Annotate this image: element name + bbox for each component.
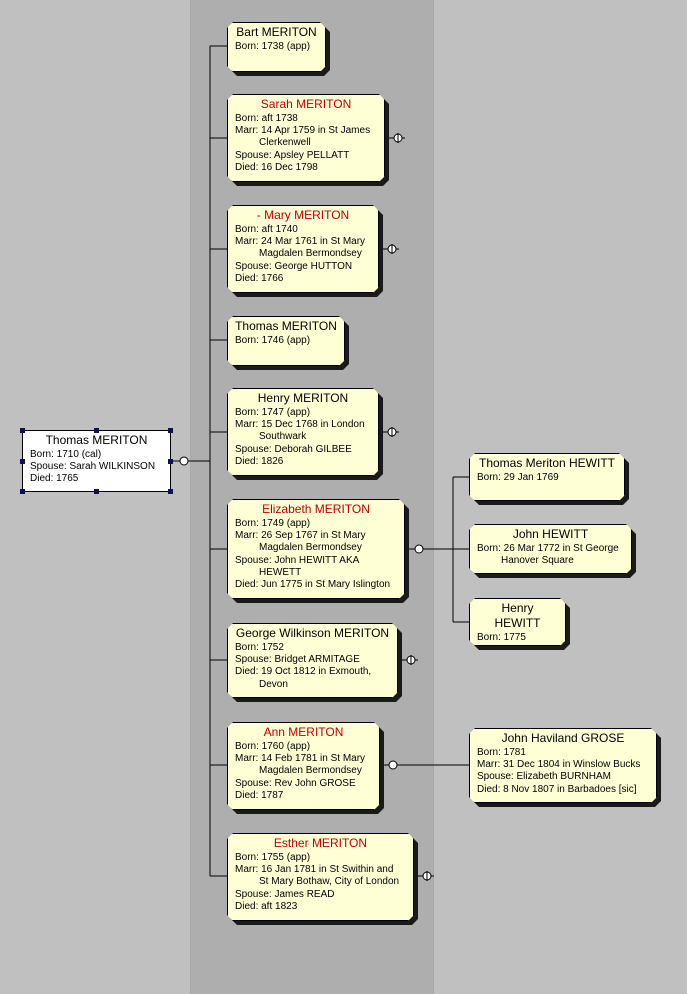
focus-person-card[interactable]: Thomas MERITON Born: 1710 (cal) Spouse: …: [22, 430, 171, 492]
grandchild-person-card[interactable]: John HEWITT Born: 26 Mar 1772 in St Georg…: [469, 524, 632, 574]
person-name: Henry MERITON: [257, 391, 349, 405]
expand-marker-sarah: [386, 133, 405, 143]
detail-line-continued: Magdalen Bermondsey: [259, 765, 362, 777]
detail-line: Marr: 24 Mar 1761 in St Mary: [235, 236, 366, 248]
selection-handle[interactable]: [168, 428, 173, 433]
detail-line: Spouse: Deborah GILBEE: [235, 443, 352, 455]
detail-line: Born: 1752: [235, 642, 284, 653]
selection-handle[interactable]: [20, 489, 25, 494]
selection-handle[interactable]: [94, 428, 99, 433]
detail-line-continued: Southwark: [259, 431, 307, 443]
person-name: Bart MERITON: [236, 25, 317, 39]
detail-line-continued: Magdalen Bermondsey: [259, 248, 362, 260]
person-name: - Mary MERITON: [256, 208, 350, 222]
expand-marker-esther: [415, 871, 434, 881]
detail-line: Born: 29 Jan 1769: [477, 472, 559, 483]
person-name: Henry HEWITT: [494, 601, 541, 630]
person-name: Thomas MERITON: [45, 433, 148, 447]
detail-line: Spouse: Rev John GROSE: [235, 777, 356, 789]
child-person-card[interactable]: Bart MERITON Born: 1738 (app): [227, 22, 326, 72]
detail-line: Spouse: James READ: [235, 888, 335, 900]
person-name: Elizabeth MERITON: [262, 502, 370, 516]
person-name: John HEWITT: [512, 527, 589, 541]
person-name: Thomas Meriton HEWITT: [478, 456, 616, 470]
expand-marker-henry: [380, 427, 399, 437]
detail-line: Died: 16 Dec 1798: [235, 161, 318, 173]
detail-line: Spouse: John HEWITT AKA: [235, 554, 360, 566]
person-name: Sarah MERITON: [260, 97, 352, 111]
selection-handle[interactable]: [168, 459, 173, 464]
detail-line: Died: aft 1823: [235, 900, 298, 912]
detail-line: Marr: 15 Dec 1768 in London: [235, 419, 365, 431]
selection-handle[interactable]: [168, 489, 173, 494]
detail-line-continued: Hanover Square: [501, 555, 574, 567]
detail-line-continued: Magdalen Bermondsey: [259, 542, 362, 554]
person-name: Thomas MERITON: [235, 319, 337, 333]
detail-line: Born: 1710 (cal): [30, 449, 102, 460]
detail-line-continued: Clerkenwell: [259, 137, 311, 149]
detail-line: Died: 1765: [30, 473, 79, 485]
detail-line: Born: 1781: [477, 747, 526, 758]
detail-line: Marr: 14 Feb 1781 in St Mary: [235, 753, 366, 765]
detail-line: Spouse: Elizabeth BURNHAM: [477, 771, 611, 783]
selection-handle[interactable]: [20, 428, 25, 433]
child-person-card[interactable]: Thomas MERITON Born: 1746 (app): [227, 316, 345, 366]
detail-line: Died: 1766: [235, 272, 284, 284]
detail-line: Died: 1826: [235, 455, 284, 467]
detail-line: Born: 1746 (app): [235, 335, 311, 346]
child-person-card[interactable]: Henry MERITON Born: 1747 (app)Marr: 15 De…: [227, 388, 379, 476]
child-person-card[interactable]: Esther MERITON Born: 1755 (app)Marr: 16 J…: [227, 833, 414, 921]
detail-line: Born: 1760 (app): [235, 741, 311, 752]
detail-line: Died: 19 Oct 1812 in Exmouth,: [235, 666, 372, 678]
person-name: Esther MERITON: [273, 836, 368, 850]
detail-line: Born: aft 1738: [235, 113, 298, 124]
detail-line: Died: 8 Nov 1807 in Barbadoes [sic]: [477, 783, 637, 795]
expand-marker-george: [399, 655, 418, 665]
child-person-card[interactable]: Elizabeth MERITON Born: 1749 (app)Marr: 2…: [227, 499, 405, 599]
detail-line: Died: 1787: [235, 789, 284, 801]
detail-line-continued: St Mary Bothaw, City of London: [259, 876, 400, 888]
detail-line-continued: HEWETT: [259, 566, 302, 578]
expand-markers: [380, 133, 434, 881]
detail-line: Born: 1755 (app): [235, 852, 311, 863]
selection-handle[interactable]: [94, 489, 99, 494]
detail-line: Spouse: Apsley PELLATT: [235, 149, 350, 161]
detail-line: Marr: 14 Apr 1759 in St James: [235, 125, 371, 137]
detail-line-continued: Devon: [259, 678, 288, 690]
expand-marker-mary: [380, 244, 399, 254]
left-generation-column: [0, 0, 191, 994]
detail-line: Born: 1775: [477, 632, 526, 643]
detail-line: Marr: 26 Sep 1767 in St Mary: [235, 530, 366, 542]
detail-line: Died: Jun 1775 in St Mary Islington: [235, 579, 391, 591]
person-name: Ann MERITON: [263, 725, 344, 739]
detail-line: Born: 1738 (app): [235, 41, 311, 52]
person-name: George Wilkinson MERITON: [235, 626, 390, 640]
detail-line: Born: 1749 (app): [235, 518, 311, 529]
detail-line: Spouse: Sarah WILKINSON: [30, 461, 156, 473]
child-person-card[interactable]: Ann MERITON Born: 1760 (app)Marr: 14 Feb …: [227, 722, 380, 810]
detail-line: Marr: 31 Dec 1804 in Winslow Bucks: [477, 759, 641, 771]
detail-line: Spouse: George HUTTON: [235, 260, 353, 272]
grandchild-person-card[interactable]: Thomas Meriton HEWITT Born: 29 Jan 1769: [469, 453, 625, 501]
detail-line: Born: 26 Mar 1772 in St George: [477, 543, 619, 554]
person-name: John Haviland GROSE: [501, 731, 625, 745]
detail-line: Born: 1747 (app): [235, 407, 311, 418]
grandchild-person-card[interactable]: Henry HEWITT Born: 1775: [469, 598, 566, 646]
detail-line: Spouse: Bridget ARMITAGE: [235, 654, 360, 666]
detail-line: Born: aft 1740: [235, 224, 298, 235]
detail-line: Marr: 16 Jan 1781 in St Swithin and: [235, 864, 394, 876]
selection-handle[interactable]: [20, 459, 25, 464]
